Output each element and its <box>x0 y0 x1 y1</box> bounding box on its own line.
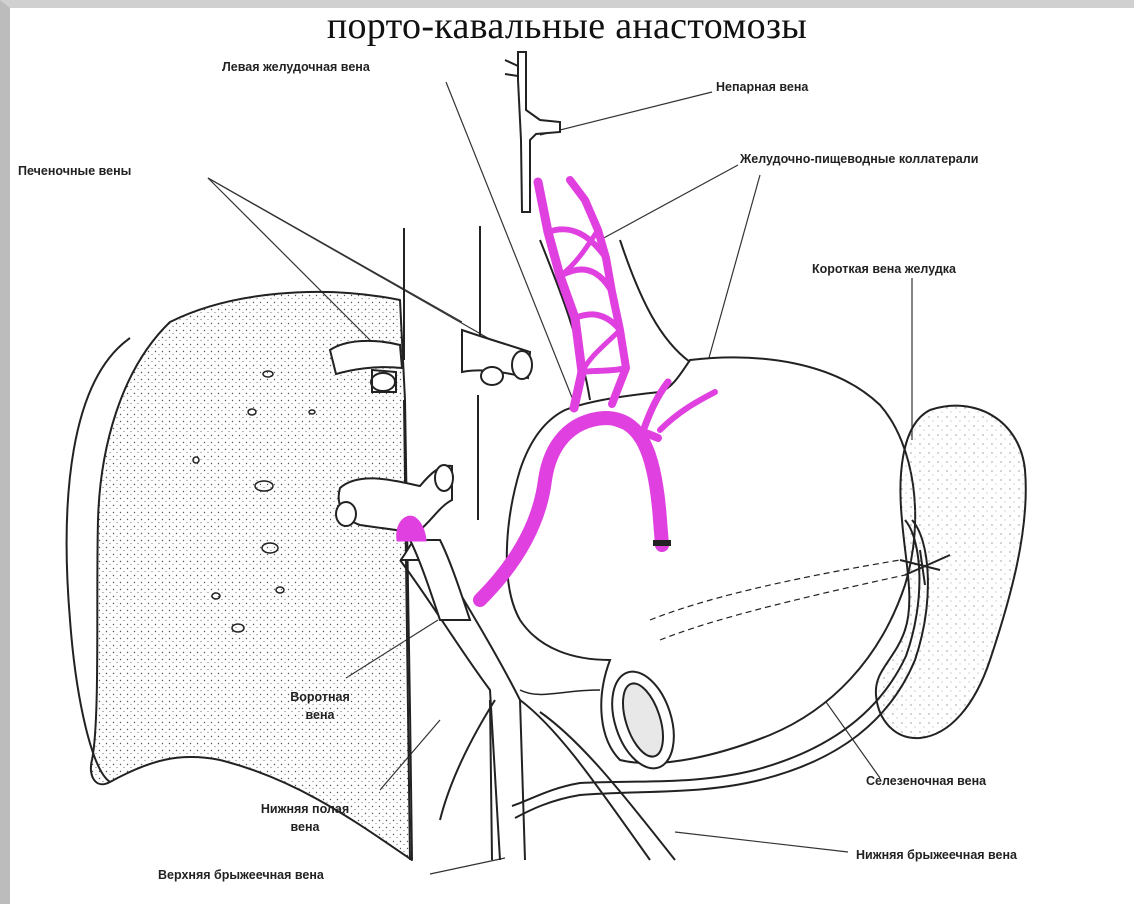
azygos-vein <box>505 52 560 212</box>
label-azygos-vein: Непарная вена <box>716 78 808 96</box>
label-ivc-line2: вена <box>250 818 360 836</box>
label-gastroesophageal-collaterals: Желудочно-пищеводные коллатерали <box>740 150 978 168</box>
label-ivc-line1: Нижняя полая <box>250 800 360 818</box>
liver <box>67 292 412 860</box>
label-portal-vein: Воротная вена <box>276 688 364 724</box>
label-inferior-mesenteric-vein: Нижняя брыжеечная вена <box>856 846 1017 864</box>
label-short-gastric-vein: Короткая вена желудка <box>812 260 956 278</box>
label-superior-mesenteric-vein: Верхняя брыжеечная вена <box>158 866 324 884</box>
vein-end-cap <box>653 540 671 546</box>
stomach <box>507 357 915 776</box>
label-portal-vein-line2: вена <box>276 706 364 724</box>
label-inferior-vena-cava: Нижняя полая вена <box>250 800 360 836</box>
label-hepatic-veins: Печеночные вены <box>18 162 131 180</box>
label-left-gastric-vein: Левая желудочная вена <box>222 58 370 76</box>
label-portal-vein-line1: Воротная <box>276 688 364 706</box>
label-splenic-vein: Селезеночная вена <box>866 772 986 790</box>
